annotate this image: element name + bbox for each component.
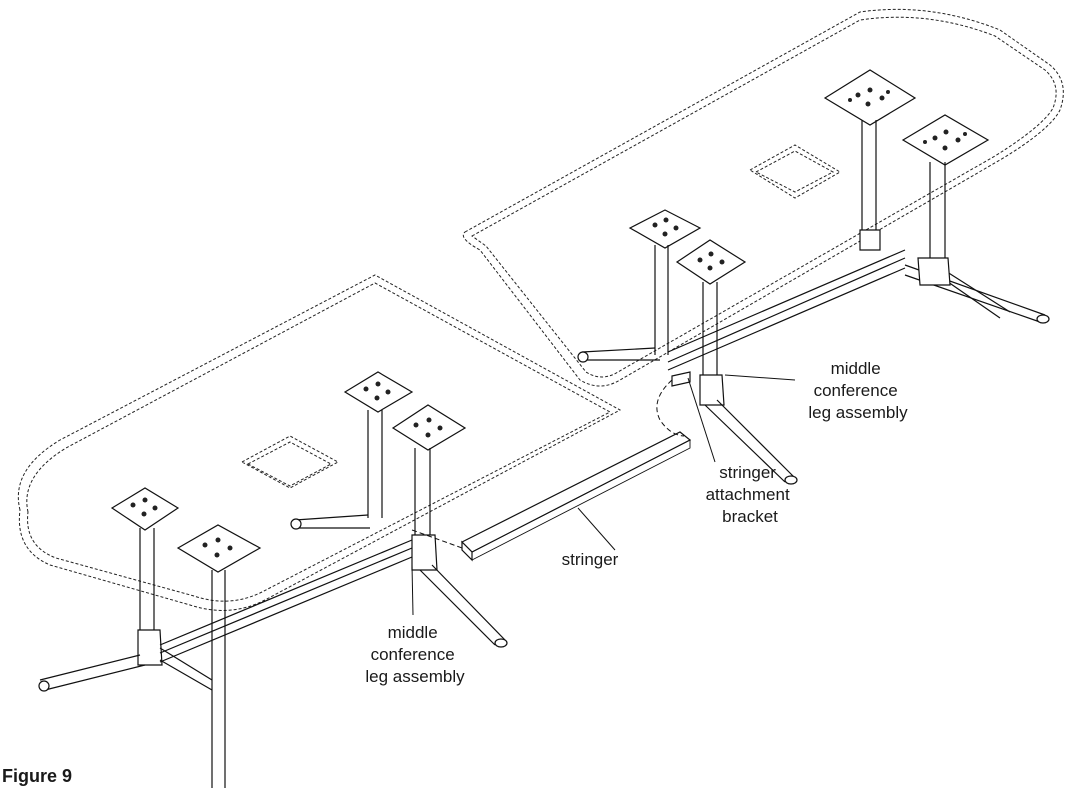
left-tabletop-outline: [17, 274, 622, 611]
right-tabletop-outline: [462, 8, 1064, 387]
label-middle-leg-left: middle conference leg assembly: [365, 623, 465, 686]
left-leg-assembly: [38, 371, 508, 788]
right-back-top-plate-b: [901, 114, 990, 166]
stringer-part: [460, 431, 692, 562]
leader-bracket: [687, 377, 716, 463]
label-stringer: stringer: [562, 550, 619, 569]
left-front-top-plate-b: [176, 524, 262, 573]
left-back-top-plate-a: [343, 371, 414, 413]
right-front-top-plate-b: [675, 239, 747, 285]
right-leg-assembly: [577, 69, 1050, 485]
alignment-path-right: [656, 379, 685, 437]
leader-stringer: [577, 507, 616, 551]
leader-middle-leg-right: [724, 374, 796, 381]
left-back-top-plate-b: [391, 404, 467, 451]
label-bracket: stringer attachment bracket: [706, 463, 795, 526]
label-middle-leg-right: middle conference leg assembly: [808, 359, 908, 422]
left-front-top-plate-a: [110, 487, 180, 531]
figure-caption: Figure 9: [2, 766, 72, 786]
right-back-top-plate-a: [823, 69, 917, 126]
leader-middle-leg-left: [411, 564, 414, 616]
alignment-path-left: [411, 529, 463, 549]
right-front-top-plate-a: [628, 209, 702, 249]
